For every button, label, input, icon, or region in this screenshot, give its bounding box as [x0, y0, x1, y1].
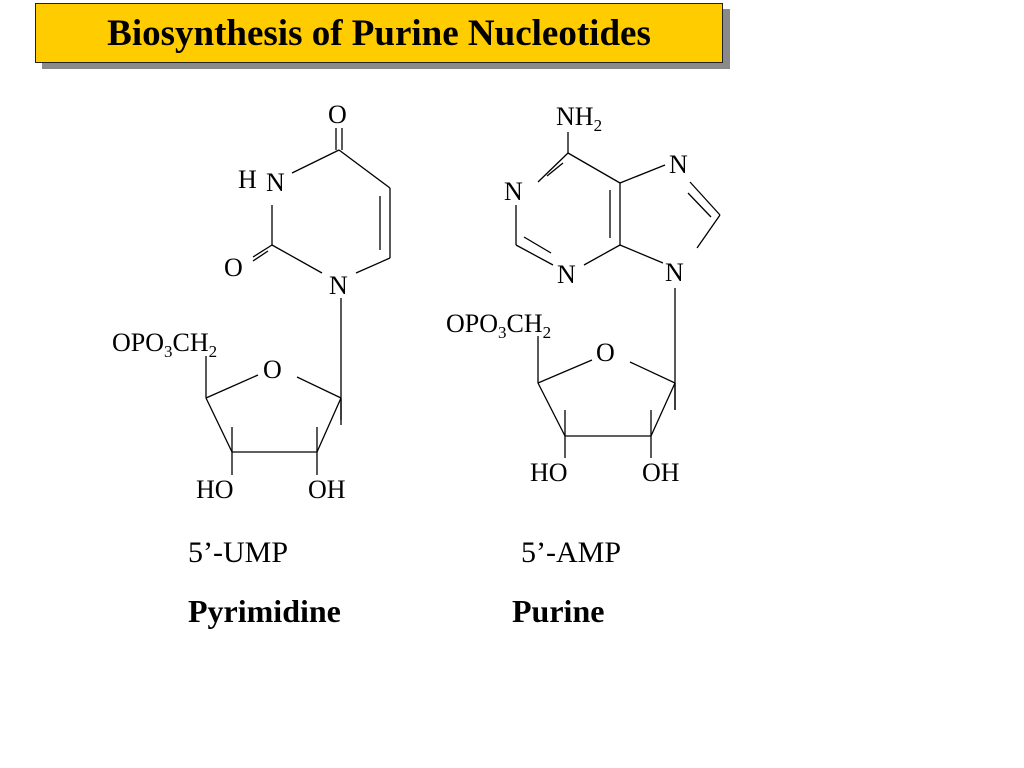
ump-n3-hydrogen: H — [238, 165, 257, 194]
ump-carbonyl-oxygen-left: O — [224, 253, 243, 282]
adenine-ring-bonds — [515, 132, 721, 410]
purine-label: Purine — [512, 593, 604, 629]
amp-structure: NH2 N N N N OPO3CH2 O HO OH 5’-AMP Purin… — [446, 102, 721, 629]
amp-3-hydroxyl: OH — [642, 458, 680, 487]
amp-n1-nitrogen: N — [504, 177, 523, 206]
title-banner: Biosynthesis of Purine Nucleotides — [35, 3, 723, 63]
ump-2-hydroxyl: HO — [196, 475, 234, 504]
amp-n9-nitrogen: N — [665, 258, 684, 287]
amp-ribose-bonds — [537, 336, 676, 458]
pyrimidine-label: Pyrimidine — [188, 593, 341, 629]
ump-phosphate-group: OPO3CH2 — [112, 328, 217, 361]
amp-label: 5’-AMP — [521, 536, 621, 569]
ump-structure: O H N O N OPO3CH2 O HO OH 5’-UMP Pyrimid… — [112, 100, 391, 629]
ump-3-hydroxyl: OH — [308, 475, 346, 504]
ump-n1-nitrogen: N — [329, 271, 348, 300]
ump-ribose-bonds — [205, 356, 342, 475]
ump-n3-nitrogen: N — [266, 168, 285, 197]
amp-n3-nitrogen: N — [557, 260, 576, 289]
ump-ring-oxygen: O — [263, 355, 282, 384]
uracil-ring-bonds — [252, 128, 391, 420]
amp-ring-oxygen: O — [596, 338, 615, 367]
amp-phosphate-group: OPO3CH2 — [446, 309, 551, 342]
amp-n7-nitrogen: N — [669, 150, 688, 179]
amp-amino-group: NH2 — [556, 102, 602, 135]
ump-carbonyl-oxygen-top: O — [328, 100, 347, 129]
page-title: Biosynthesis of Purine Nucleotides — [107, 12, 651, 54]
amp-2-hydroxyl: HO — [530, 458, 568, 487]
ump-label: 5’-UMP — [188, 536, 288, 569]
